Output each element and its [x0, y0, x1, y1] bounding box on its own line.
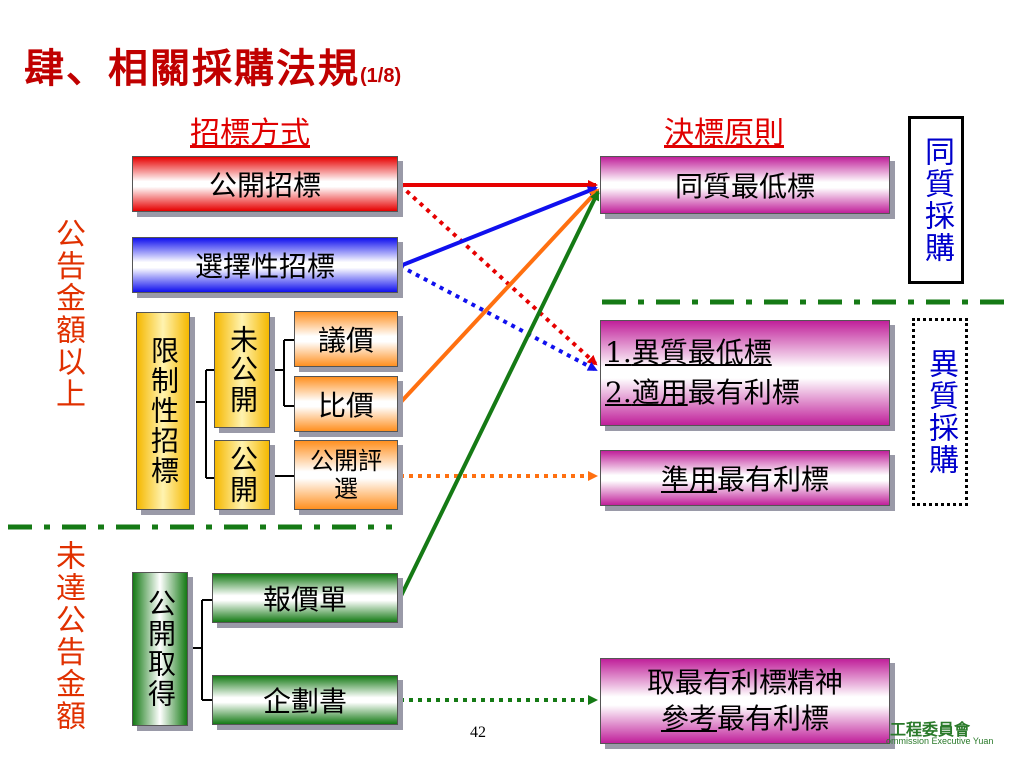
header-award-principle: 決標原則: [664, 116, 784, 151]
hetero-item-2: 2.適用最有利標: [605, 376, 800, 409]
quotation-box: 報價單: [212, 573, 398, 623]
logo-text: 工程委員會: [890, 720, 971, 739]
homogeneous-lowest-box: 同質最低標: [600, 156, 890, 214]
homogeneous-tag: 同質採購: [908, 116, 964, 284]
not-public-box: 未公開: [214, 312, 270, 428]
side-label-above: 公告金額以上: [50, 218, 85, 410]
arrow-comparison-to-homogeneous: [398, 188, 600, 405]
bracket-limited: [196, 369, 214, 479]
spirit-box: 取最有利標精神 參考最有利標: [600, 658, 890, 744]
arrow-quotation-to-homogeneous: [398, 190, 600, 599]
limited-tender-box: 限制性招標: [136, 312, 190, 510]
page-title: 肆、相關採購法規(1/8): [24, 45, 402, 92]
bracket-acquisition: [192, 599, 212, 701]
arrow-open-to-hetero: [398, 183, 598, 366]
public-box: 公開: [214, 440, 270, 510]
proposal-box: 企劃書: [212, 675, 398, 725]
negotiation-box: 議價: [294, 311, 398, 367]
price-comparison-box: 比價: [294, 376, 398, 432]
arrow-selective-to-homogeneous: [399, 186, 598, 268]
selective-tender-box: 選擇性招標: [132, 237, 398, 293]
arrow-selective-to-hetero: [399, 264, 598, 372]
quasi-most-advantageous-box: 準用最有利標: [600, 450, 890, 506]
public-evaluation-box: 公開評選: [294, 440, 398, 510]
header-tender-method: 招標方式: [190, 116, 310, 151]
logo-subtext: ommission Executive Yuan: [886, 736, 994, 746]
heterogeneous-tag: 異質採購: [912, 318, 968, 506]
open-tender-box: 公開招標: [132, 156, 398, 212]
bracket-not-public: [273, 339, 294, 407]
side-label-below: 未達公告金額: [50, 540, 85, 732]
page-number: 42: [470, 724, 486, 741]
public-acquisition-box: 公開取得: [132, 572, 188, 726]
heterogeneous-box: 1.異質最低標 2.適用最有利標: [600, 320, 890, 426]
hetero-item-1: 1.異質最低標: [605, 336, 772, 369]
